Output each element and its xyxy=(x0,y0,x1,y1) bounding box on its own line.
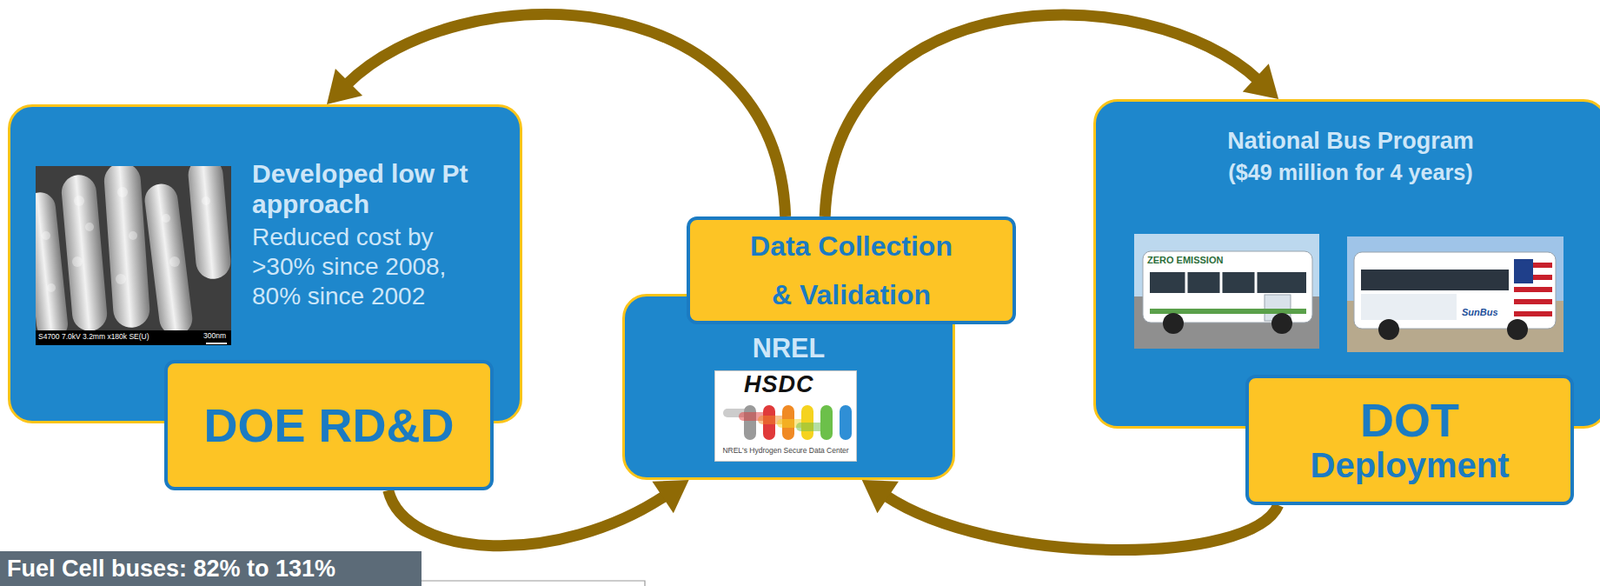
arrowhead xyxy=(1242,63,1279,100)
scale-bar-label: 300nm xyxy=(203,331,226,340)
node-title: DOE RD&D xyxy=(203,399,454,451)
bus-lettering: SunBus xyxy=(1461,306,1499,318)
node-text: Reduced cost by >30% since 2008, 80% sin… xyxy=(252,222,454,312)
arrowhead xyxy=(326,68,363,105)
node-text: ($49 million for 4 years) xyxy=(1095,158,1600,187)
text-group: National Bus Program ($49 million for 4 y… xyxy=(1095,127,1600,187)
bus-lettering: ZERO EMISSION xyxy=(1147,254,1223,266)
text-group: Developed low Pt approachReduced cost by… xyxy=(252,159,513,312)
node-title: NREL xyxy=(624,332,953,364)
agency-box: DOTDeployment xyxy=(1245,374,1574,505)
node-title: Fuel Cell buses: 82% to 131% xyxy=(6,555,336,583)
bus-photo xyxy=(1134,233,1320,349)
arrowhead xyxy=(651,479,689,513)
arrowhead xyxy=(862,479,899,513)
logo-subtitle: NREL's Hydrogen Secure Data Center xyxy=(716,445,856,455)
node-text: Deployment xyxy=(1310,444,1510,485)
node-title: National Bus Program xyxy=(1095,127,1600,155)
node-title: Data Collection & Validation xyxy=(742,221,962,319)
sem-micrograph xyxy=(35,165,232,346)
arc-line xyxy=(884,495,1278,551)
node-title: DOT xyxy=(1360,394,1460,445)
arc-line xyxy=(388,490,666,546)
agency-box: DOE RD&D xyxy=(164,359,494,491)
result-banner: Fuel Cell buses: 82% to 131% xyxy=(0,551,422,586)
role-box: Data Collection & Validation xyxy=(686,216,1016,325)
node-title: Developed low Pt approach xyxy=(252,159,513,220)
white-box-outline xyxy=(417,573,652,586)
scale-caption: S4700 7.0kV 3.2mm x180k SE(U) xyxy=(38,331,150,341)
bus-photo xyxy=(1347,236,1564,352)
text-group: NREL xyxy=(624,332,953,364)
cycle-arrow xyxy=(862,479,1279,551)
logo-text: HSDC xyxy=(743,371,815,399)
